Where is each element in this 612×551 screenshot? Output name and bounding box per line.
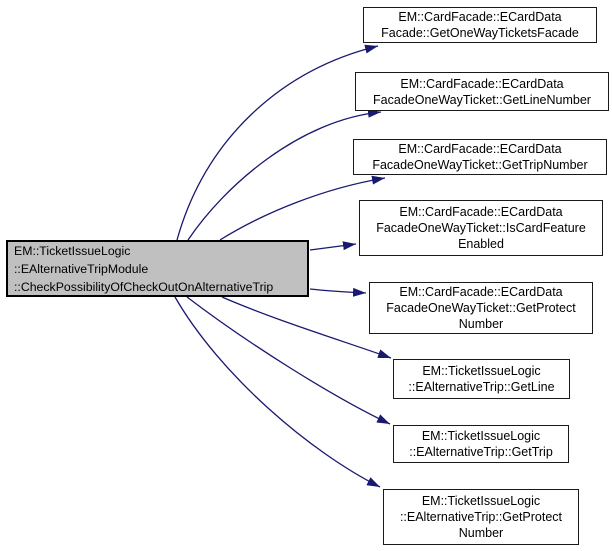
callee-node-is-card-feature-enabled[interactable]: EM::CardFacade::ECardData FacadeOneWayTi…	[359, 200, 603, 256]
edge-caller-to-get-line-number	[187, 108, 382, 241]
node-label-line: EM::CardFacade::ECardData	[399, 205, 563, 219]
callee-node-get-protect-number-trip[interactable]: EM::TicketIssueLogic ::EAlternativeTrip:…	[383, 489, 579, 545]
node-label-line: ::EAlternativeTrip::GetProtect	[399, 510, 563, 524]
callee-node-get-trip-number[interactable]: EM::CardFacade::ECardData FacadeOneWayTi…	[353, 139, 607, 175]
node-label-line: EM::TicketIssueLogic	[14, 243, 131, 258]
node-label-line: EM::CardFacade::ECardData	[400, 76, 564, 91]
node-label-line: Facade::GetOneWayTicketsFacade	[381, 26, 579, 40]
node-label-line: EM::TicketIssueLogic	[422, 364, 541, 378]
node-label-line: Number	[458, 526, 504, 540]
edge-caller-to-get-line	[221, 296, 392, 359]
callee-node-get-one-way-tickets-facade[interactable]: EM::CardFacade::ECardData Facade::GetOne…	[363, 7, 597, 43]
node-label-line: ::EAlternativeTrip::GetTrip	[409, 445, 553, 459]
node-label-line: EM::TicketIssueLogic	[421, 494, 541, 508]
edge-caller-to-get-protect-number-facade	[309, 287, 367, 297]
caller-node-check-possibility-of-check-out-on-alternative-trip: EM::TicketIssueLogic ::EAlternativeTripM…	[6, 240, 309, 297]
node-label-line: FacadeOneWayTicket::GetLineNumber	[373, 92, 591, 107]
node-label-line: FacadeOneWayTicket::GetProtect	[386, 301, 576, 315]
node-label-line: EM::CardFacade::ECardData	[399, 285, 563, 299]
callee-node-get-trip[interactable]: EM::TicketIssueLogic ::EAlternativeTrip:…	[393, 425, 569, 463]
node-label-line: Number	[458, 317, 504, 331]
edge-caller-to-get-trip-number	[219, 175, 386, 241]
node-label-line: EM::TicketIssueLogic	[421, 429, 541, 443]
node-label-line: ::CheckPossibilityOfCheckOutOnAlternativ…	[14, 279, 274, 294]
callee-node-get-line[interactable]: EM::TicketIssueLogic ::EAlternativeTrip:…	[393, 359, 570, 399]
callee-node-get-line-number[interactable]: EM::CardFacade::ECardData FacadeOneWayTi…	[355, 72, 609, 111]
node-label-line: ::EAlternativeTripModule	[14, 261, 149, 276]
node-label-line: FacadeOneWayTicket::GetTripNumber	[372, 158, 588, 172]
node-label-line: ::EAlternativeTrip::GetLine	[408, 380, 555, 394]
callee-node-get-protect-number-facade[interactable]: EM::CardFacade::ECardData FacadeOneWayTi…	[369, 282, 593, 334]
edge-caller-to-get-one-way-tickets-facade	[176, 44, 379, 241]
node-label-line: FacadeOneWayTicket::IsCardFeature	[376, 221, 586, 235]
node-label-line: Enabled	[458, 237, 504, 251]
node-label-line: EM::CardFacade::ECardData	[398, 10, 562, 24]
edge-caller-to-get-protect-number-trip	[174, 296, 381, 488]
edge-caller-to-get-trip	[186, 296, 391, 425]
node-label-line: EM::CardFacade::ECardData	[398, 142, 562, 156]
edge-caller-to-is-card-feature-enabled	[309, 241, 357, 251]
